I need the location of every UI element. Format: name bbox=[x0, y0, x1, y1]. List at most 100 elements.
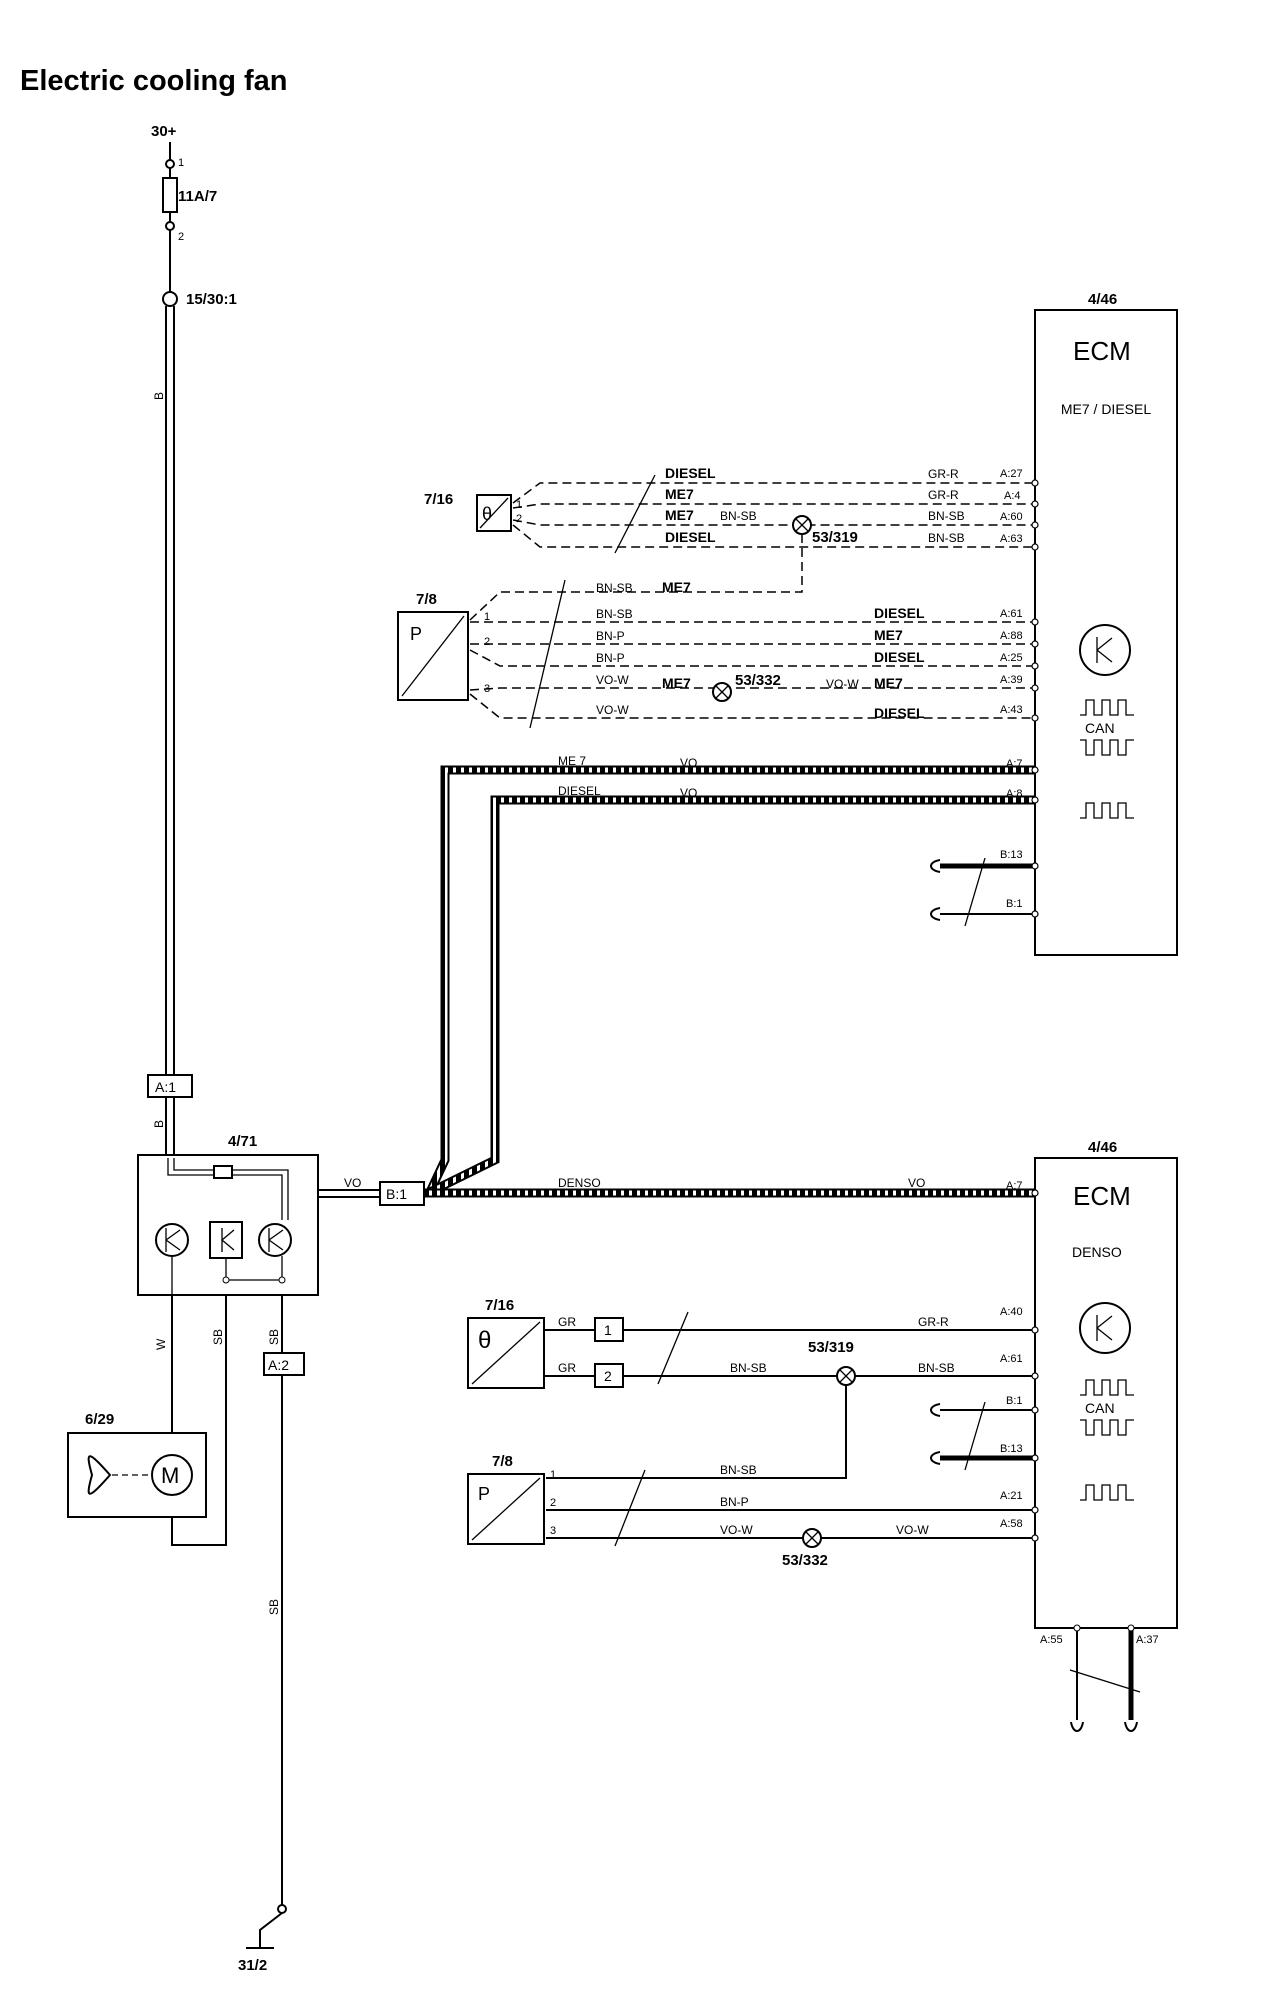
ecm-top-transistor-icon bbox=[1079, 624, 1131, 676]
pressure-top-ref: 7/8 bbox=[416, 591, 437, 608]
pressure-bottom-pin: 3 bbox=[550, 1525, 556, 1537]
ecm-top-ref: 4/46 bbox=[1088, 291, 1117, 308]
sensor-bottom: 7/16 θ 1 2 GR GR GR-R BN-SB BN-SB 53/319 bbox=[467, 1297, 1035, 1479]
ecm-bottom-pin: A:21 bbox=[1000, 1490, 1023, 1502]
sensor-bottom-wire: GR bbox=[558, 1361, 576, 1375]
ecm-bottom-pin: B:1 bbox=[1006, 1395, 1023, 1407]
ecm-bottom-can: CAN bbox=[1085, 1400, 1115, 1416]
ecm-top-pin: A:63 bbox=[1000, 533, 1023, 545]
pressure-bottom-pin: 2 bbox=[550, 1497, 556, 1509]
fan-icon bbox=[87, 1455, 112, 1495]
sensor-top-wire-mid: BN-SB bbox=[720, 509, 757, 523]
can-top-me7: ME 7 bbox=[558, 754, 586, 768]
sensor-bottom-pin: 2 bbox=[604, 1368, 612, 1384]
pressure-top-wire: VO-W bbox=[596, 673, 629, 687]
junction-label: 15/30:1 bbox=[186, 291, 237, 308]
ecm-top-pins: A:27 A:4 A:60 A:63 A:61 A:88 A:25 A:39 A… bbox=[1000, 468, 1023, 910]
wire-b-lower: B bbox=[152, 1120, 166, 1128]
denso-line-label: DENSO bbox=[558, 1176, 601, 1190]
ground-terminal bbox=[277, 1904, 287, 1914]
ecm-bottom: 4/46 ECM DENSO CAN bbox=[1034, 1139, 1178, 1629]
pressure-top-right: ME7 bbox=[874, 627, 903, 643]
ecm-top-pin: B:1 bbox=[1006, 898, 1023, 910]
ecm-bottom-pulse-icon-1 bbox=[1080, 1379, 1134, 1396]
connector-b1-label: B:1 bbox=[386, 1186, 407, 1202]
pressure-top-wire: BN-P bbox=[596, 629, 625, 643]
pressure-icon: P bbox=[410, 624, 422, 644]
ecm-top-pin: A:43 bbox=[1000, 704, 1023, 716]
wire-sb-1: SB bbox=[211, 1329, 225, 1345]
pressure-bottom-wire: VO-W bbox=[896, 1523, 929, 1537]
fuse-11a7 bbox=[162, 177, 178, 213]
pressure-top-vow-mid: VO-W bbox=[826, 677, 859, 691]
sensor-top-pin-2: 2 bbox=[516, 513, 522, 525]
ecm-top-can: CAN bbox=[1085, 720, 1115, 736]
fuse-label: 11A/7 bbox=[178, 188, 217, 205]
pressure-top-splice: 53/332 bbox=[735, 672, 781, 689]
ecm-top-pin: A:8 bbox=[1006, 788, 1023, 800]
harness-b1: B:1 ME 7 VO DIESEL VO DENSO VO bbox=[379, 754, 1035, 1206]
connector-a1 bbox=[147, 1074, 193, 1098]
can-top-diesel: DIESEL bbox=[558, 784, 601, 798]
sensor-top-wire: BN-SB bbox=[928, 531, 965, 545]
sensor-bottom-wire: BN-SB bbox=[918, 1361, 955, 1375]
sensor-top-lbl: ME7 bbox=[665, 486, 694, 502]
ground-label: 31/2 bbox=[238, 1957, 267, 1974]
relay-module-ref: 4/71 bbox=[228, 1133, 257, 1150]
pressure-bottom-pin: 1 bbox=[550, 1469, 556, 1481]
sensor-top-wire: GR-R bbox=[928, 467, 959, 481]
connector-a2 bbox=[263, 1352, 305, 1376]
supply-terminal-2 bbox=[165, 221, 175, 231]
pressure-top-pin-1: 1 bbox=[484, 611, 490, 623]
theta-icon: θ bbox=[478, 1327, 491, 1354]
pressure-top-lbl-me7: ME7 bbox=[662, 579, 691, 595]
page-title: Electric cooling fan bbox=[20, 65, 288, 97]
ecm-bottom-pin: B:13 bbox=[1000, 1443, 1023, 1455]
pressure-top: 7/8 P 1 2 3 BN-SB ME7 BN-SB BN-P BN-P VO… bbox=[397, 579, 1035, 729]
pressure-top-right: ME7 bbox=[874, 675, 903, 691]
sensor-bottom-wire: BN-SB bbox=[730, 1361, 767, 1375]
pressure-bottom-splice: 53/332 bbox=[782, 1552, 828, 1569]
pressure-icon: P bbox=[478, 1484, 490, 1504]
theta-icon: θ bbox=[482, 504, 492, 524]
pressure-bottom: 7/8 P 1 2 3 BN-SB BN-P VO-W VO-W 53/332 bbox=[467, 1453, 1035, 1569]
ecm-bottom-pin: A:40 bbox=[1000, 1306, 1023, 1318]
ecm-bottom-title: ECM bbox=[1073, 1181, 1131, 1211]
junction-15-30 bbox=[162, 291, 178, 307]
pressure-top-wire: BN-P bbox=[596, 651, 625, 665]
ecm-top-pin: A:7 bbox=[1006, 758, 1023, 770]
supply-pin-1: 1 bbox=[178, 157, 184, 169]
transistor-right bbox=[258, 1223, 292, 1257]
pin-terminals bbox=[1031, 479, 1039, 1542]
motor-label: M bbox=[161, 1463, 179, 1488]
transistor-left bbox=[155, 1223, 189, 1257]
ecm-top-pin: A:61 bbox=[1000, 608, 1023, 620]
ecm-bottom-pulse-icon-3 bbox=[1080, 1484, 1134, 1501]
supply-label: 30+ bbox=[151, 123, 177, 140]
wire-w: W bbox=[154, 1338, 168, 1350]
sensor-bottom-wire: GR bbox=[558, 1315, 576, 1329]
ecm-bottom-ref: 4/46 bbox=[1088, 1139, 1117, 1156]
sensor-top-lbl: ME7 bbox=[665, 507, 694, 523]
ecm-bottom-pin: A:55 bbox=[1040, 1634, 1063, 1646]
supply-pin-2: 2 bbox=[178, 231, 184, 243]
sensor-top-ref: 7/16 bbox=[424, 491, 453, 508]
sensor-bottom-splice: 53/319 bbox=[808, 1339, 854, 1356]
wire-sb-3: SB bbox=[267, 1599, 281, 1615]
supply-circuit: 30+ 1 11A/7 2 15/30:1 B A:1 B bbox=[147, 123, 237, 1157]
ecm-top-pulse-icon-3 bbox=[1080, 802, 1134, 819]
sensor-bottom-wire: GR-R bbox=[918, 1315, 949, 1329]
pressure-top-right: DIESEL bbox=[874, 705, 925, 721]
sensor-bottom-pin: 1 bbox=[604, 1322, 612, 1338]
wire-sb-2: SB bbox=[267, 1329, 281, 1345]
pressure-top-right: DIESEL bbox=[874, 605, 925, 621]
ecm-top-pulse-icon-2 bbox=[1080, 739, 1134, 756]
internal-fuse bbox=[213, 1165, 233, 1179]
ecm-bottom-pins: A:7 A:40 A:61 B:1 B:13 A:21 A:58 A:55 A:… bbox=[1000, 1180, 1159, 1646]
pressure-top-right: DIESEL bbox=[874, 649, 925, 665]
ecm-bottom-sub: DENSO bbox=[1072, 1244, 1122, 1260]
pressure-bottom-wire: BN-P bbox=[720, 1495, 749, 1509]
fan-assembly: 6/29 M bbox=[67, 1411, 207, 1518]
sensor-top-wire: BN-SB bbox=[928, 509, 965, 523]
